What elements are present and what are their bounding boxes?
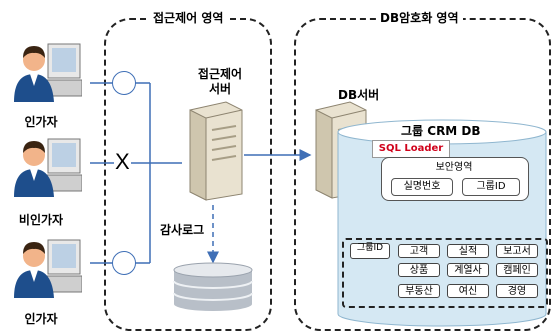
- data-item: 보고서: [496, 244, 538, 258]
- authorized-user-icon: [14, 43, 82, 102]
- data-items-area: [342, 238, 548, 308]
- user-label: 비인가자: [18, 213, 64, 227]
- data-item: 상품: [398, 263, 440, 277]
- user-label: 인가자: [24, 312, 58, 326]
- data-item: 실적: [447, 244, 489, 258]
- access-allowed-circle: [112, 251, 136, 275]
- audit-log-database-icon: [173, 262, 253, 311]
- user-label: 인가자: [24, 115, 58, 129]
- security-field: 그룹ID: [462, 178, 520, 196]
- access-server-label-line1: 접근제어: [197, 67, 243, 81]
- data-item: 캠페인: [496, 263, 538, 277]
- access-control-zone-title: 접근제어 영역: [149, 9, 228, 26]
- security-field: 실명번호: [391, 178, 453, 196]
- data-item: 여신: [447, 284, 489, 298]
- blocked-mark: X: [114, 149, 131, 174]
- unauthorized-user-icon: [14, 138, 82, 197]
- access-server-icon: [189, 101, 243, 201]
- security-area-title: 보안영역: [435, 162, 473, 173]
- access-server-label-line2: 서버: [208, 82, 232, 96]
- db-server-label: DB서버: [338, 88, 380, 102]
- audit-log-label: 감사로그: [158, 221, 207, 238]
- sql-loader-badge: SQL Loader: [372, 140, 450, 158]
- access-server-label: 접근제어 서버: [190, 67, 250, 97]
- access-allowed-circle: [112, 71, 136, 95]
- data-item: 그룹ID: [350, 243, 390, 259]
- crm-db-title: 그룹 CRM DB: [401, 124, 481, 138]
- data-item: 부동산: [398, 284, 440, 298]
- data-item: 경영: [496, 284, 538, 298]
- authorized-user-icon: [14, 239, 82, 298]
- db-encryption-zone-title: DB암호화 영역: [376, 9, 463, 26]
- data-item: 고객: [398, 244, 440, 258]
- data-item: 계열사: [447, 263, 489, 277]
